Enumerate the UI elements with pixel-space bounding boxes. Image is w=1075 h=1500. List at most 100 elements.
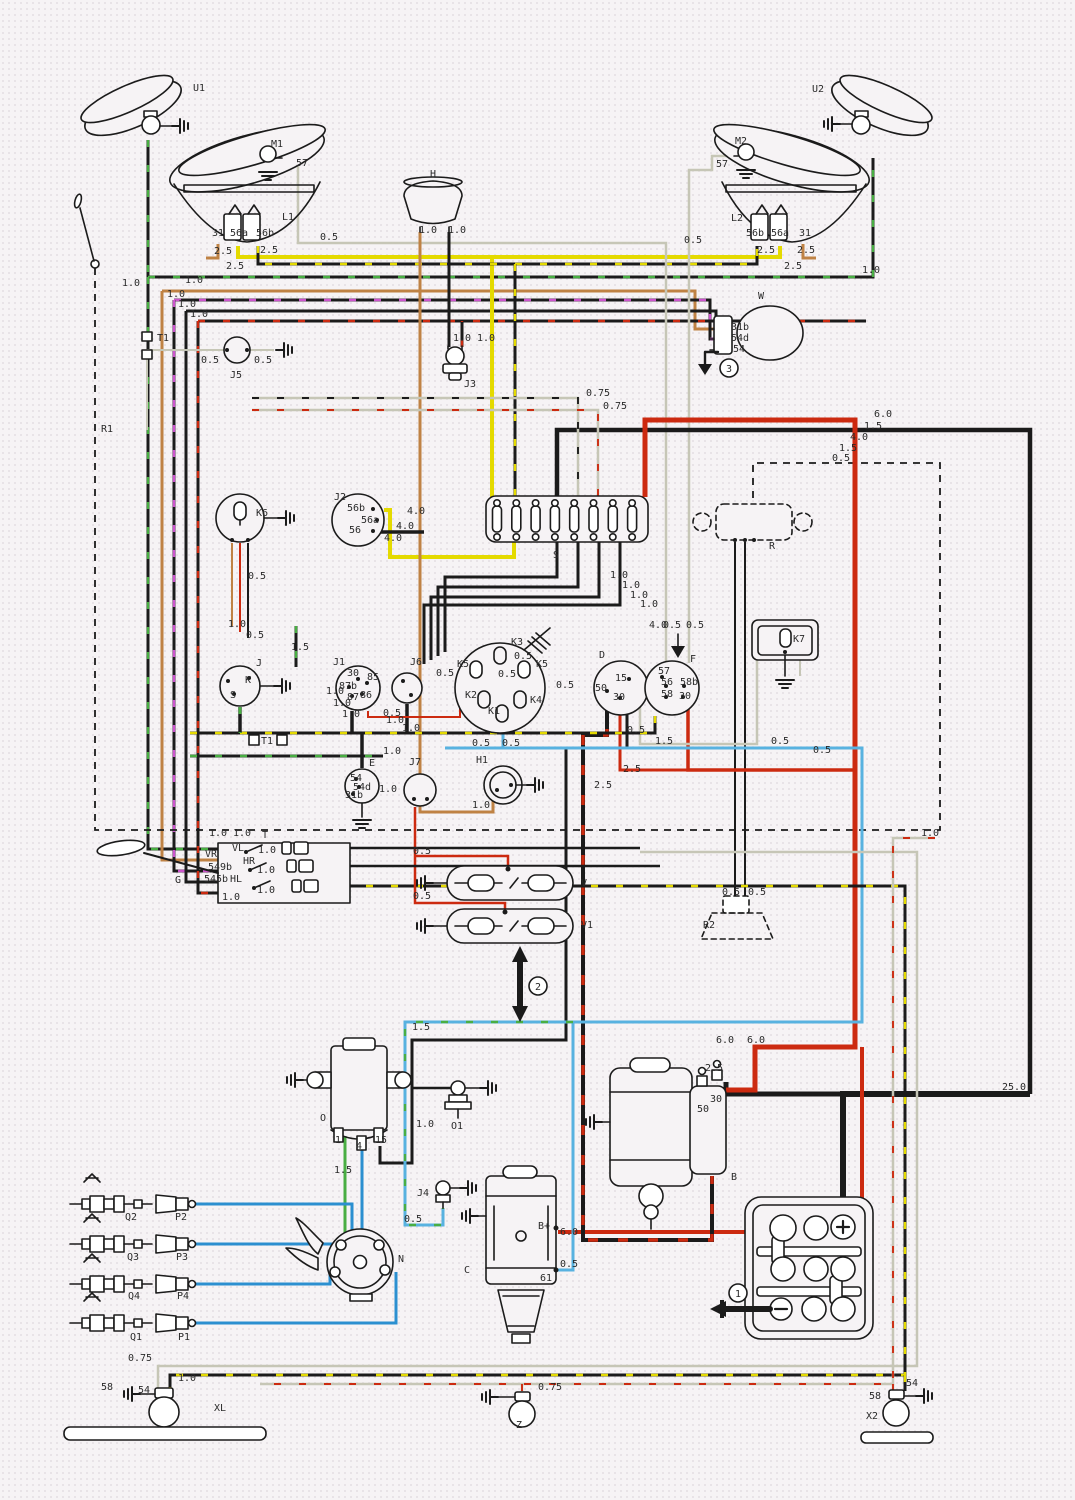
component-designator: L1 [282, 212, 294, 223]
wire-horn-brown [418, 232, 495, 814]
ground-icon [171, 118, 189, 134]
circled-marker-3: 3 [719, 358, 739, 378]
bulb-icon [882, 1399, 910, 1427]
bulb-white-icon [517, 660, 531, 679]
wire-gauge-label: 58 [869, 1391, 881, 1402]
component-designator: M2 [735, 136, 747, 147]
component-designator: S [553, 550, 559, 561]
component-designator: 56a [771, 228, 789, 239]
bulb-white-icon [469, 660, 483, 679]
component-designator: C [464, 1265, 470, 1276]
wire-gauge-label: 0.5 [627, 725, 645, 736]
fuse-terminal [531, 532, 540, 541]
wire-mid-black-yellow [190, 716, 657, 735]
wire-gauge-label: 0.5 [686, 620, 704, 631]
wire-l1-31-ground [206, 244, 220, 260]
turn-signal-switch [96, 839, 351, 904]
wire-gauge-label: 4.0 [649, 620, 667, 631]
component-designator: E [369, 758, 375, 769]
wire-gauge-label: 1.0 [472, 800, 490, 811]
ground-icon [352, 819, 372, 829]
relay-k7 [751, 619, 819, 689]
ground-icon [479, 1080, 497, 1096]
horn [403, 176, 463, 233]
bulb-icon [141, 115, 161, 135]
component-designator: R2 [703, 920, 715, 931]
component-designator: H1 [476, 755, 488, 766]
fuse-terminal [570, 498, 579, 507]
component-designator: K6 [256, 508, 268, 519]
spark-plug-and-connector [69, 1213, 197, 1254]
switch-j5 [223, 336, 293, 364]
component-designator: W [758, 291, 765, 302]
wire-gauge-label: 57 [716, 159, 728, 170]
wire-plug-wire-2 [196, 1202, 354, 1240]
parking-light-bulb-icon [259, 145, 277, 163]
wire-gauge-label: 1.0 [448, 225, 466, 236]
wire-gauge-label: 1.0 [190, 309, 208, 320]
spark-plug-and-connector [69, 1292, 197, 1333]
component-designator: K5 [457, 659, 469, 670]
bulb-icon [508, 1400, 536, 1428]
component-designator: T [262, 830, 268, 841]
wire-gauge-label: 1.0 [921, 828, 939, 839]
wire-bus-56a-yellow [236, 246, 782, 259]
wire-gauge-label: 0.5 [498, 669, 516, 680]
dimmer-switch-j2 [331, 493, 385, 547]
wire-gauge-label: 1.0 [379, 784, 397, 795]
wire-gauge-label: 1.0 [258, 845, 276, 856]
wire-gauge-label: 31 [799, 228, 811, 239]
wire-gauge-label: 0.75 [603, 401, 627, 412]
fuse-terminal [512, 498, 521, 507]
component-designator: P1 [178, 1332, 190, 1343]
wire-gauge-label: 6.0 [560, 1227, 578, 1238]
component-designator: HL [230, 874, 242, 885]
fuse-icon [568, 505, 580, 533]
component-designator: S [230, 690, 236, 701]
component-designator: V1 [581, 920, 593, 931]
wire-gauge-label: 4.0 [850, 432, 868, 443]
component-designator: Q3 [127, 1252, 139, 1263]
fuse-terminal [531, 498, 540, 507]
component-designator: V [581, 878, 587, 889]
wire-gauge-label: 50 [697, 1104, 709, 1115]
component-designator: 549b [208, 862, 232, 873]
component-designator: VL [232, 843, 244, 854]
relay-j [219, 665, 291, 707]
component-designator: HR [243, 856, 256, 867]
wire-top-bus-green-stripe [148, 158, 875, 279]
headlight-right [713, 123, 870, 243]
bulb-icon [851, 115, 871, 135]
wire-gauge-label: 54 [733, 344, 745, 355]
fuse-icon [491, 505, 503, 533]
component-designator: K2 [465, 690, 477, 701]
component-designator: 54d [353, 782, 371, 793]
wire-fuse-out-2 [436, 541, 580, 656]
wire-gauge-label: 1.5 [839, 443, 857, 454]
wire-red-main-6 [642, 417, 858, 1093]
wire-gauge-label: 61 [540, 1273, 552, 1284]
wire-k7-grey [638, 659, 759, 746]
distributor [285, 1217, 394, 1302]
wire-gauge-label: 0.5 [248, 571, 266, 582]
wire-gauge-label: 58 [661, 689, 673, 700]
wire-gauge-label: 0.5 [404, 1214, 422, 1225]
marker-layer: 123 [528, 358, 748, 1303]
wire-gauge-label: 0.5 [320, 232, 338, 243]
wire-gauge-label: 0.5 [246, 630, 264, 641]
fuse-terminal [589, 498, 598, 507]
wire-gauge-label: 58 [101, 1382, 113, 1393]
component-designator: K [245, 675, 251, 686]
fuse-terminal [608, 498, 617, 507]
marker-number: 3 [726, 364, 732, 375]
fuse-icon [607, 505, 619, 533]
generator [461, 1165, 559, 1344]
fuse-terminal [628, 532, 637, 541]
marker-number: 1 [735, 1289, 741, 1300]
wire-gauge-label: 1.0 [416, 1119, 434, 1130]
wire-yellow-j2 [384, 508, 516, 559]
turn-signal-front-right [823, 74, 933, 137]
wire-left-col-green [146, 277, 218, 851]
wire-gauge-label: 1.0 [228, 619, 246, 630]
